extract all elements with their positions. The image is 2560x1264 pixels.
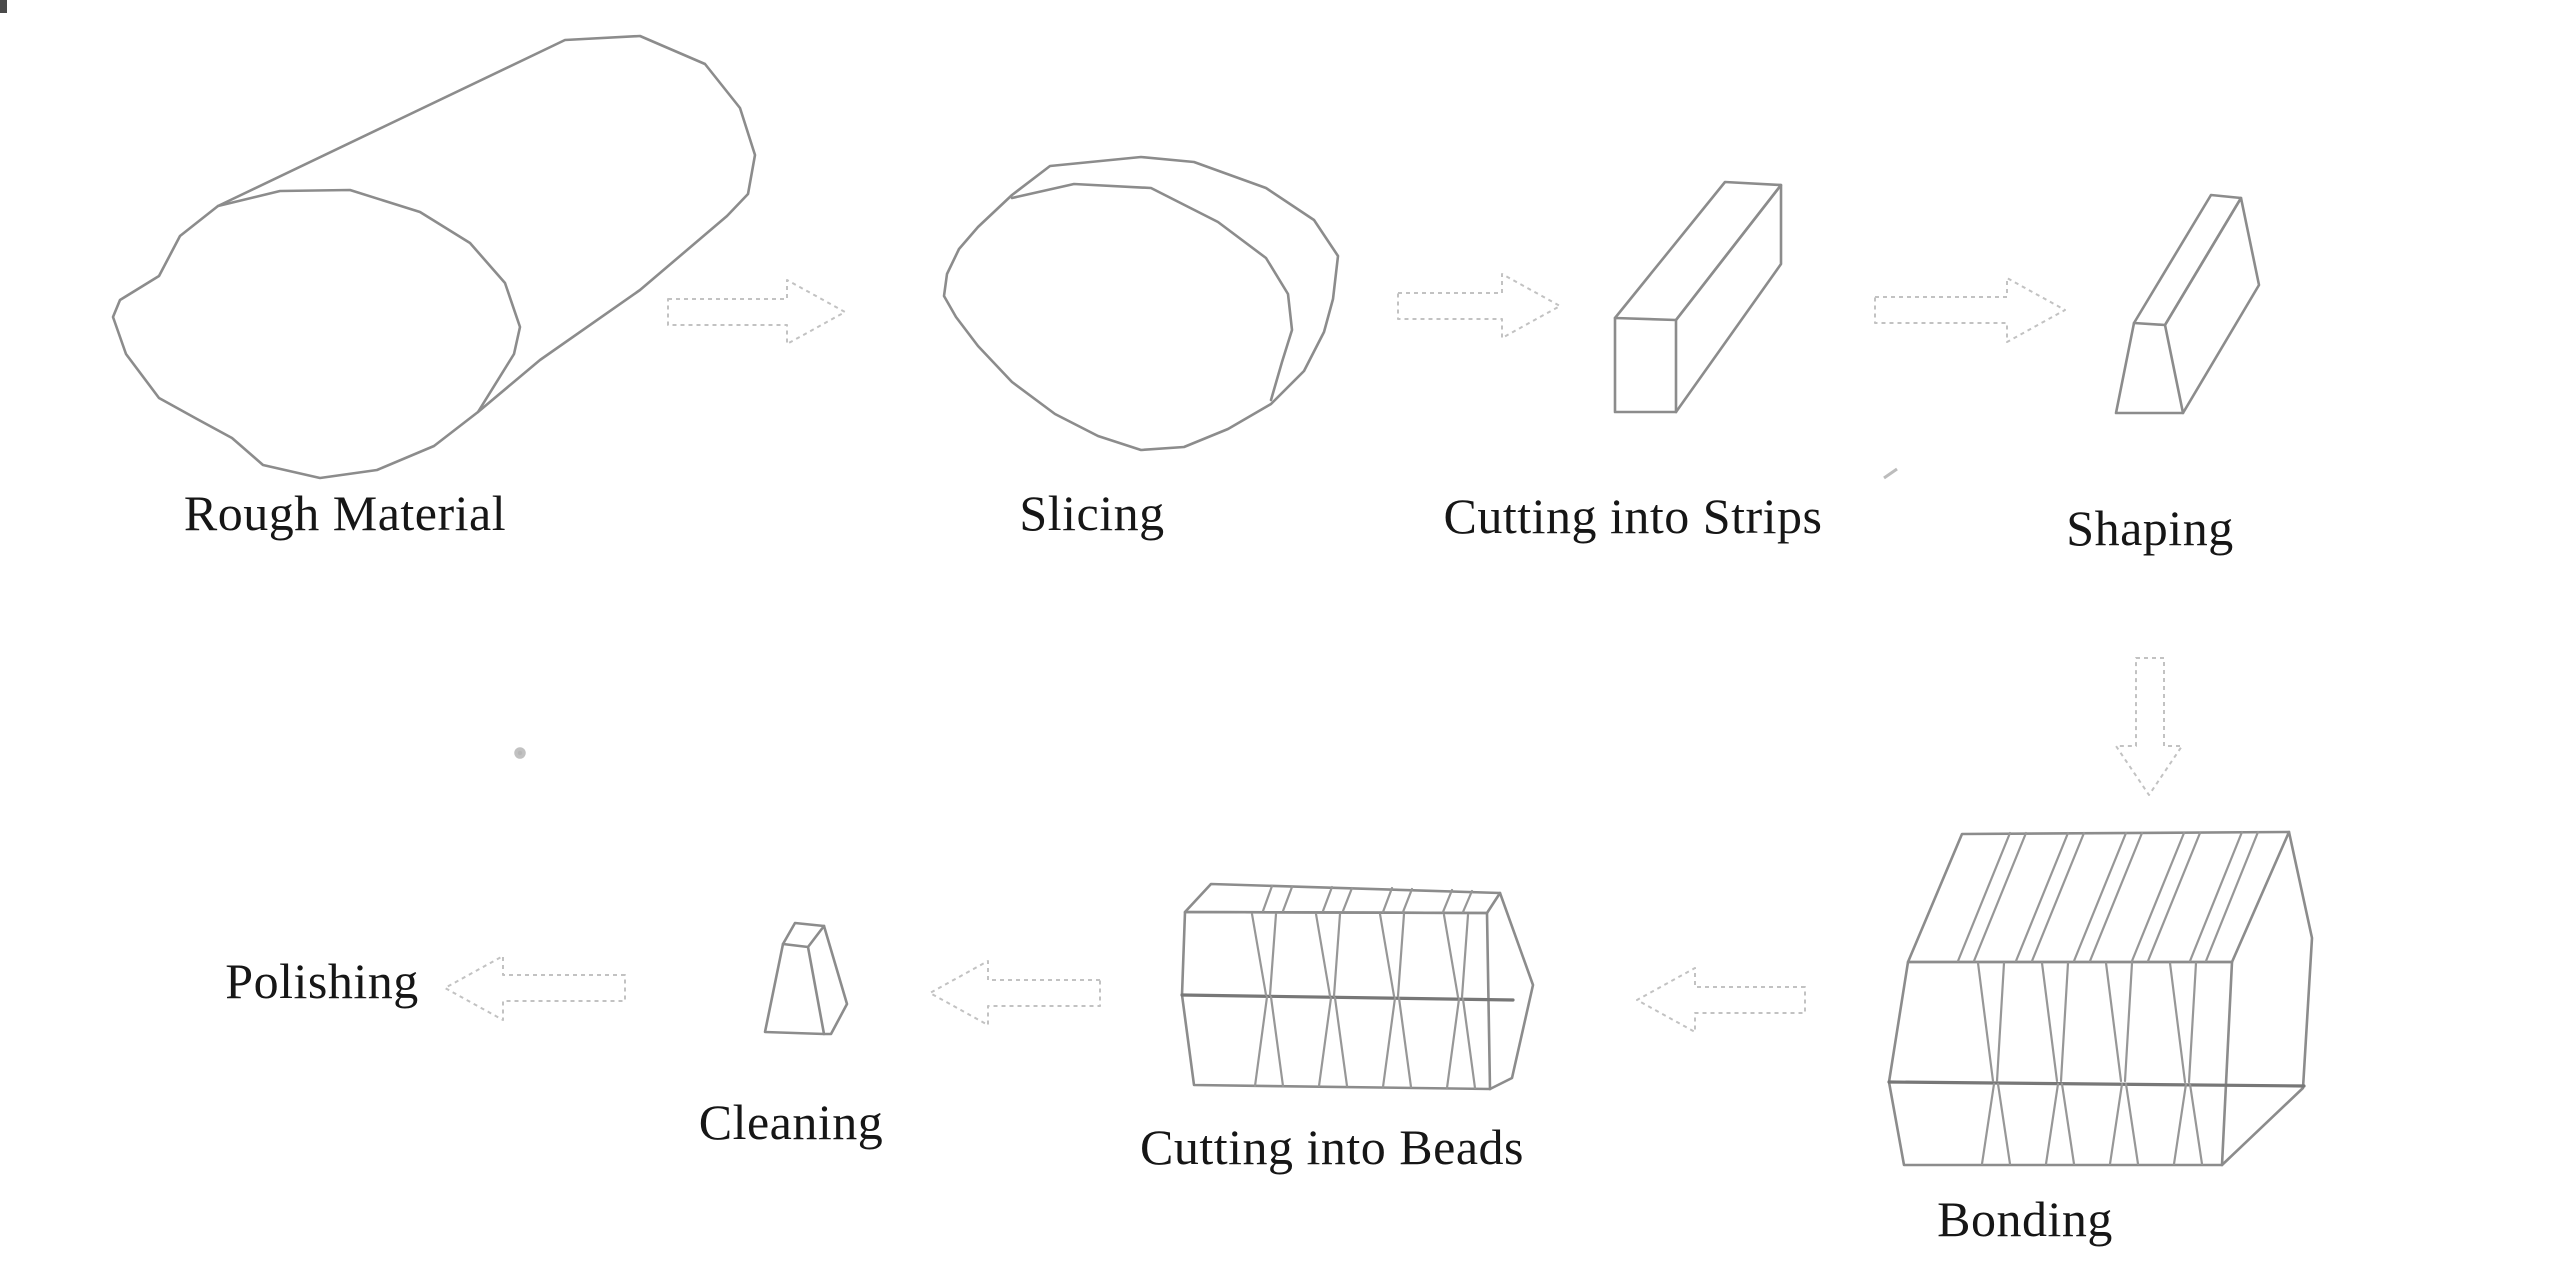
- arrow-left-1-icon: [1636, 967, 1806, 1033]
- label-polishing: Polishing: [225, 953, 419, 1009]
- cutting-into-beads-shape: [1180, 882, 1535, 1091]
- arrow-right-1-icon: [667, 279, 846, 345]
- rough-material-shape: [111, 34, 757, 480]
- shaping-shape: [2114, 193, 2261, 415]
- label-cleaning: Cleaning: [698, 1094, 884, 1150]
- label-shaping: Shaping: [2066, 500, 2234, 556]
- arrow-right-3-icon: [1874, 277, 2066, 343]
- arrow-left-2-icon: [929, 960, 1101, 1026]
- bonding-shape: [1887, 830, 2314, 1167]
- cleaning-shape: [763, 921, 849, 1036]
- cutting-into-strips-shape: [1613, 180, 1783, 414]
- speck-artifact: [514, 747, 526, 759]
- arrow-right-2-icon: [1397, 273, 1561, 339]
- label-bonding: Bonding: [1937, 1191, 2113, 1247]
- slicing-shape: [942, 155, 1340, 452]
- arrow-left-3-icon: [444, 955, 626, 1021]
- label-cutting-into-beads: Cutting into Beads: [1140, 1119, 1524, 1175]
- tick-artifact: [1883, 467, 1898, 480]
- label-cutting-into-strips: Cutting into Strips: [1443, 488, 1823, 544]
- label-rough-material: Rough Material: [183, 485, 507, 541]
- corner-artifact: [0, 0, 7, 13]
- arrow-down-icon: [2115, 657, 2183, 796]
- label-slicing: Slicing: [1019, 485, 1165, 541]
